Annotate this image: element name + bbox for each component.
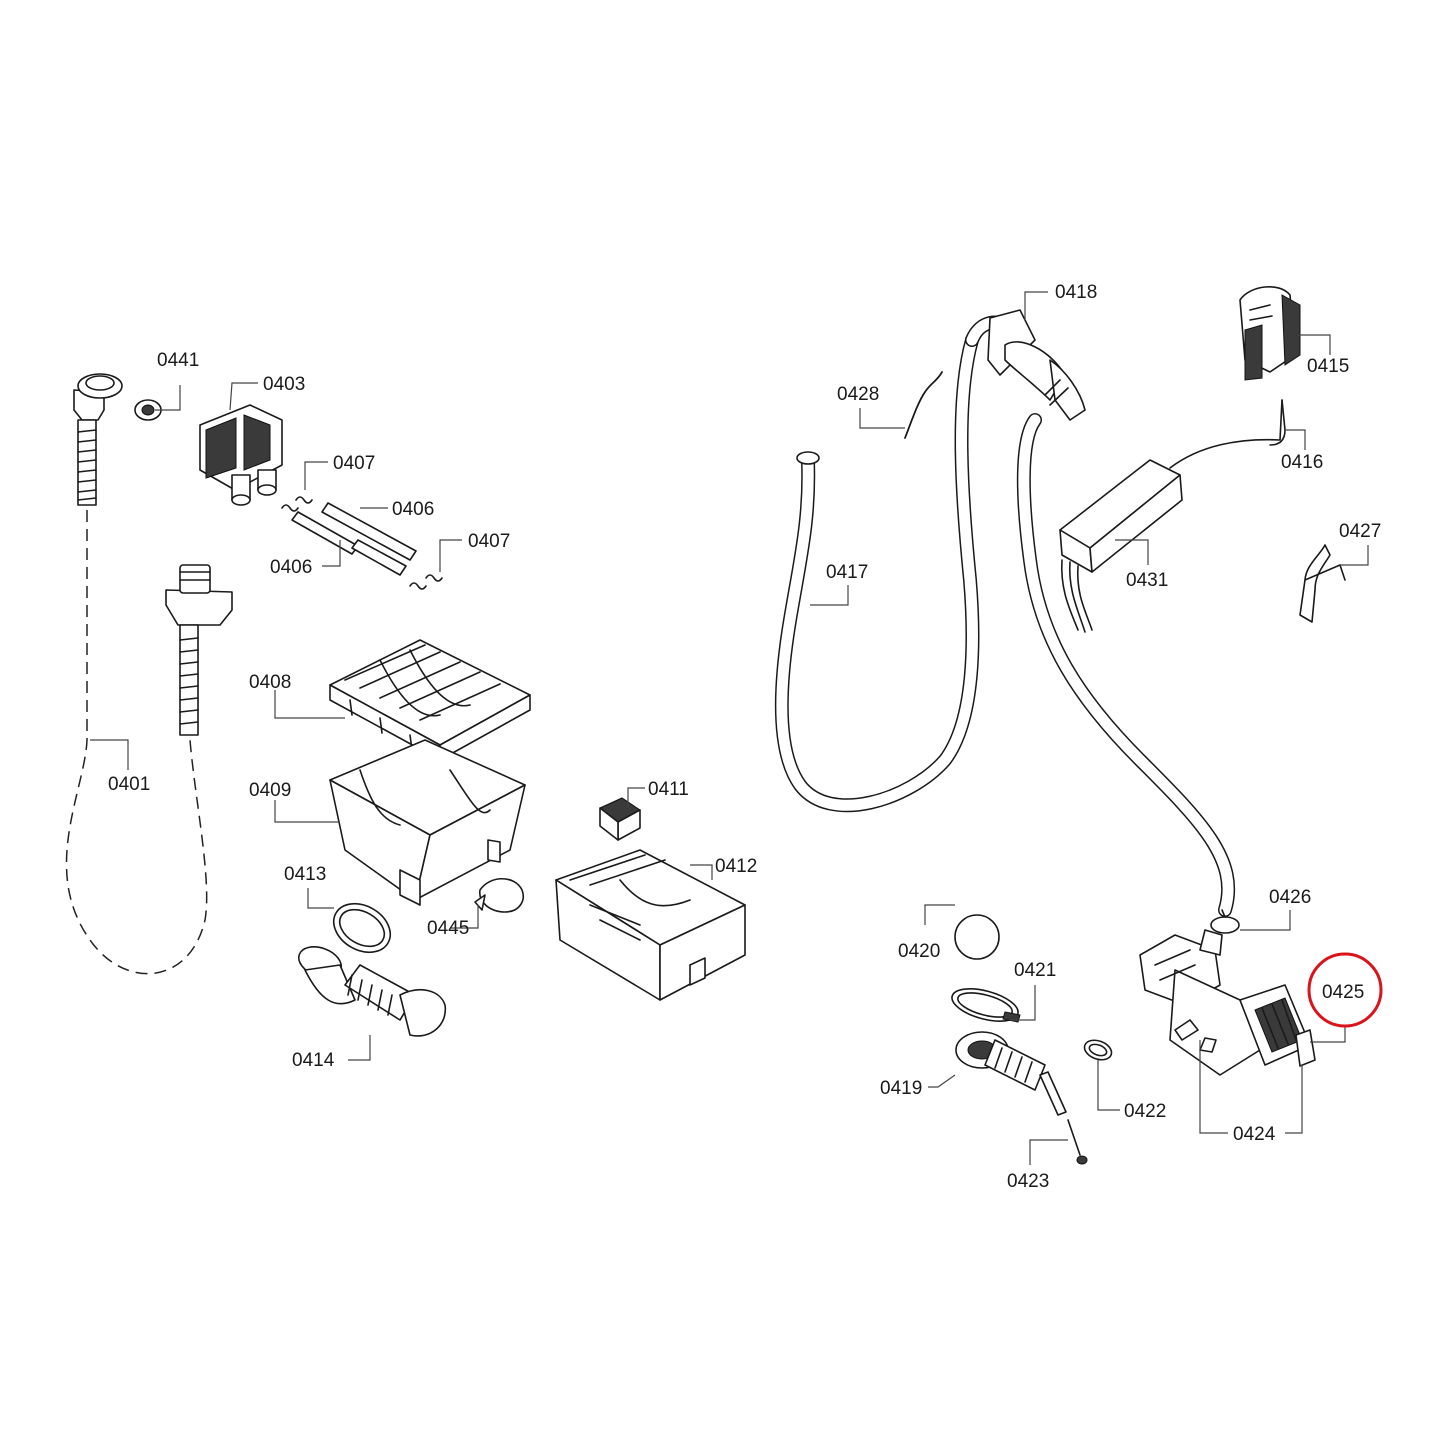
part-0426-clamp [1210,909,1240,934]
label-0406-left: 0406 [270,557,312,578]
part-0414-dispenser-hose [297,946,447,1037]
part-0427-hook [1299,544,1346,623]
label-0408: 0408 [249,672,291,693]
leader-lines [90,291,1369,1165]
part-0416-wire [1269,399,1286,446]
part-0401-inlet-hose [65,373,233,975]
part-0419-sump-hose [955,1031,1067,1116]
part-0406-tubes [291,502,417,576]
part-0413-seal-ring [332,902,392,954]
label-0414: 0414 [292,1050,335,1071]
label-0413: 0413 [284,864,326,885]
part-0424-drain-pump [1139,929,1261,1076]
part-0423-screw [1067,1119,1088,1165]
label-0420: 0420 [898,941,940,962]
highlight-circle [1307,952,1383,1028]
label-0426: 0426 [1269,887,1311,908]
label-0401: 0401 [108,774,150,795]
part-0412-detergent-drawer [555,849,746,1001]
label-0415: 0415 [1307,356,1349,377]
part-0408-dispenser-top [329,639,531,761]
label-0418: 0418 [1055,282,1097,303]
part-0409-dispenser-housing [329,739,526,906]
label-0423: 0423 [1007,1171,1049,1192]
label-0425: 0425 [1322,982,1364,1003]
part-0418-hose-bend [965,309,1236,917]
part-0403-inlet-valve [199,404,283,506]
label-0407-top: 0407 [333,453,375,474]
label-0428: 0428 [837,384,879,405]
label-0422: 0422 [1124,1101,1166,1122]
label-0407-bottom: 0407 [468,531,510,552]
part-0407-clips-top [281,496,313,512]
label-0412: 0412 [715,856,757,877]
part-0425-pump-filter [1239,984,1316,1067]
part-0421-hose-clamp [951,988,1021,1023]
label-0419: 0419 [880,1078,922,1099]
label-0417: 0417 [826,562,868,583]
part-0422-clip [1083,1039,1113,1061]
part-0431-sensor-block [1059,399,1283,633]
label-0406-right: 0406 [392,499,434,520]
label-0416: 0416 [1281,452,1323,473]
label-0424: 0424 [1233,1124,1276,1145]
part-0411-clip [599,797,641,841]
part-0415-connector [1239,285,1301,381]
part-0417-drain-hose [774,333,980,813]
label-0403: 0403 [263,374,305,395]
label-0431: 0431 [1126,570,1168,591]
part-0445-float [474,877,524,913]
label-0411: 0411 [648,779,689,800]
label-0421: 0421 [1014,960,1056,981]
label-0441: 0441 [157,350,199,371]
label-0409: 0409 [249,780,291,801]
part-0420-ball [954,914,1000,960]
label-0427: 0427 [1339,521,1381,542]
part-0428-small-tube [904,371,943,439]
part-0407-clips-bottom [409,574,443,590]
label-0445: 0445 [427,918,469,939]
